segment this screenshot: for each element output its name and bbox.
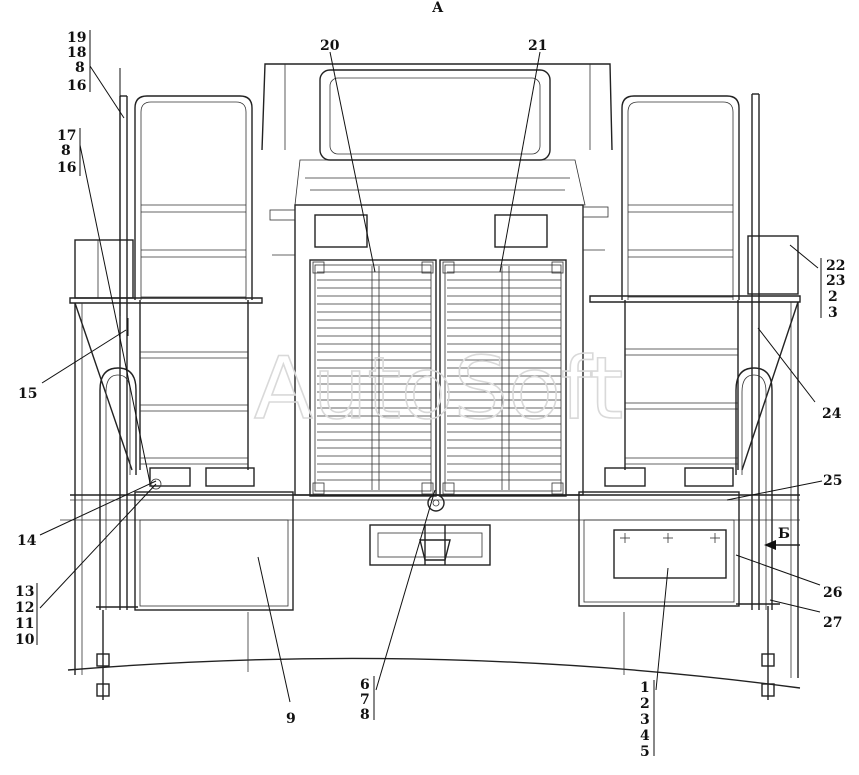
stack-item: 2 bbox=[640, 696, 650, 712]
left-ladder bbox=[119, 95, 253, 610]
stack-item: 22 bbox=[826, 258, 845, 274]
callout-26: 26 bbox=[823, 585, 842, 601]
callout-14: 14 bbox=[17, 533, 37, 549]
stack-item: 17 bbox=[57, 128, 76, 144]
stack-item: 8 bbox=[61, 143, 71, 159]
callout-stack-bottom-right: 1 2 3 4 5 bbox=[640, 680, 650, 760]
view-label: А bbox=[432, 0, 444, 16]
right-battery-box bbox=[578, 467, 740, 607]
callout-numbers: 20 21 15 24 14 25 26 27 9 bbox=[17, 38, 842, 727]
stack-item: 10 bbox=[15, 632, 35, 648]
stack-item: 13 bbox=[15, 584, 34, 600]
callout-stack-bottom-center: 6 7 8 bbox=[360, 677, 370, 723]
callout-21: 21 bbox=[528, 38, 547, 54]
stack-item: 3 bbox=[828, 305, 838, 321]
stack-item: 7 bbox=[360, 692, 370, 708]
watermark: AutoSoft bbox=[254, 339, 623, 439]
stack-item: 18 bbox=[67, 45, 86, 61]
stack-item: 16 bbox=[57, 160, 76, 176]
right-ladder bbox=[621, 93, 760, 610]
stack-item: 16 bbox=[67, 78, 86, 94]
cab-outline bbox=[261, 63, 613, 206]
stack-item: 2 bbox=[828, 289, 838, 305]
callout-25: 25 bbox=[823, 473, 842, 489]
callout-stack-left-2: 17 8 16 bbox=[57, 128, 76, 176]
callout-stack-right: 22 23 2 3 bbox=[826, 258, 845, 321]
stack-item: 8 bbox=[360, 707, 370, 723]
leader-lines bbox=[39, 51, 823, 703]
stack-item: 5 bbox=[640, 744, 650, 760]
stack-item: 3 bbox=[640, 712, 650, 728]
callout-27: 27 bbox=[823, 615, 842, 631]
stack-item: 11 bbox=[15, 616, 34, 632]
callout-20: 20 bbox=[320, 38, 340, 54]
stack-item: 19 bbox=[67, 30, 86, 46]
stack-item: 4 bbox=[640, 728, 650, 744]
callout-9: 9 bbox=[286, 711, 296, 727]
left-hanging-chain bbox=[96, 610, 110, 700]
callout-15: 15 bbox=[18, 386, 37, 402]
stack-item: 1 bbox=[640, 680, 650, 696]
callout-stack-bottom-left: 13 12 11 10 bbox=[15, 584, 35, 648]
stack-item: 12 bbox=[15, 600, 34, 616]
right-hanging-chain bbox=[761, 606, 775, 700]
callout-24: 24 bbox=[822, 406, 842, 422]
right-grille bbox=[439, 259, 567, 497]
stack-item: 8 bbox=[75, 60, 85, 76]
stack-item: 23 bbox=[826, 273, 845, 289]
stack-bars bbox=[36, 30, 822, 756]
left-battery-box bbox=[134, 467, 294, 611]
view-arrow: Б bbox=[764, 526, 800, 550]
grille-slats bbox=[317, 266, 561, 490]
callout-stack-top-left: 19 18 8 16 bbox=[67, 30, 86, 94]
front-bumper bbox=[60, 494, 801, 689]
grille-bolts bbox=[312, 261, 564, 495]
right-platform bbox=[589, 235, 801, 678]
stack-item: 6 bbox=[360, 677, 370, 693]
view-arrow-label: Б bbox=[778, 526, 790, 542]
